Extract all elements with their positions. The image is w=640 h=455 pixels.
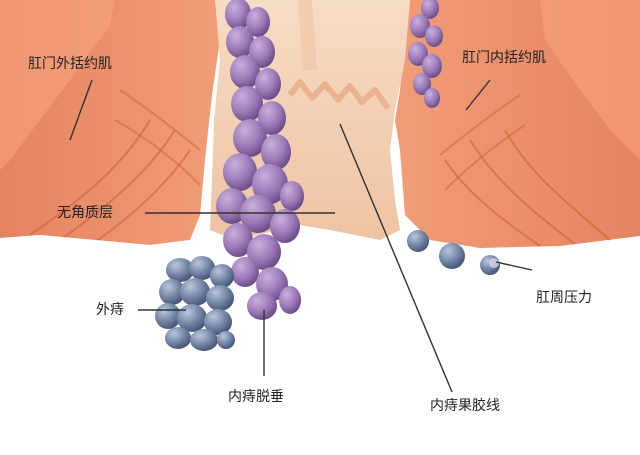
- label-perianal-pressure: 肛周压力: [536, 290, 592, 306]
- right-muscle-mass: [395, 0, 640, 248]
- leader-external-sphincter: [69, 79, 93, 141]
- prolapsed-internal-hemorrhoid-cluster: [216, 0, 304, 320]
- leader-lines: [69, 79, 533, 393]
- label-dentate-line: 内痔果胶线: [430, 398, 500, 414]
- label-prolapsed-internal-hemorrhoid: 内痔脱垂: [228, 389, 284, 405]
- internal-hemorrhoid-right-cluster: [408, 0, 443, 108]
- left-muscle-mass: [0, 0, 220, 245]
- label-internal-anal-sphincter: 肛门内括约肌: [462, 50, 546, 66]
- label-external-anal-sphincter: 肛门外括约肌: [28, 56, 112, 72]
- perianal-vessels: [407, 230, 500, 275]
- label-external-hemorrhoid: 外痔: [96, 302, 124, 318]
- leader-perianal-pressure: [495, 261, 533, 271]
- leader-dentate-line: [339, 123, 453, 393]
- label-anoderm: 无角质层: [57, 205, 113, 221]
- external-hemorrhoid-cluster: [155, 256, 235, 351]
- skin-surface: [0, 235, 640, 450]
- leader-internal-sphincter: [465, 79, 491, 111]
